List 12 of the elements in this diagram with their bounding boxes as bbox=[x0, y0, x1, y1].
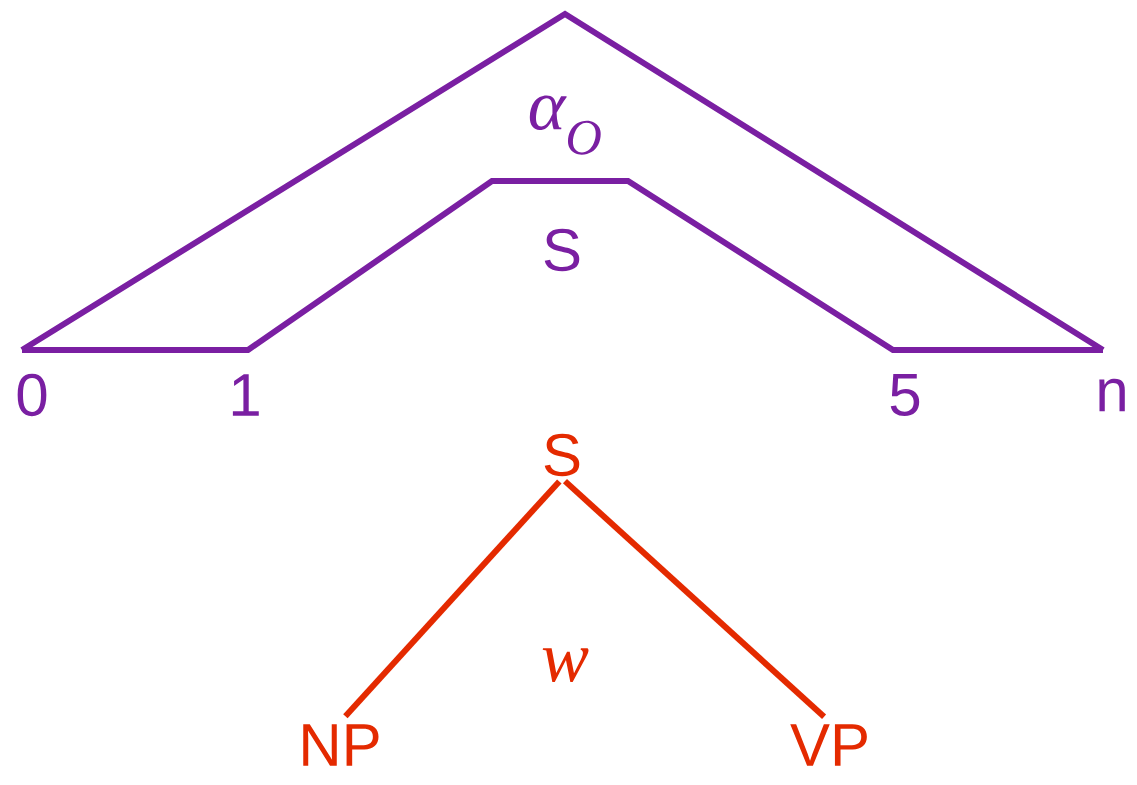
position-number: 5 bbox=[890, 374, 920, 416]
position-number: n bbox=[1099, 378, 1125, 412]
span-label: w bbox=[542, 648, 589, 682]
span-label: α$_{O}$ bbox=[529, 95, 601, 155]
tree-branch bbox=[562, 478, 827, 719]
tree-label: VP bbox=[790, 724, 867, 766]
tree-label: NP bbox=[303, 724, 379, 766]
position-number: 0 bbox=[17, 373, 47, 417]
tree-label: S bbox=[544, 433, 580, 477]
tree-branch bbox=[343, 479, 562, 719]
position-number: 1 bbox=[232, 374, 259, 416]
category-label: S bbox=[544, 228, 580, 272]
